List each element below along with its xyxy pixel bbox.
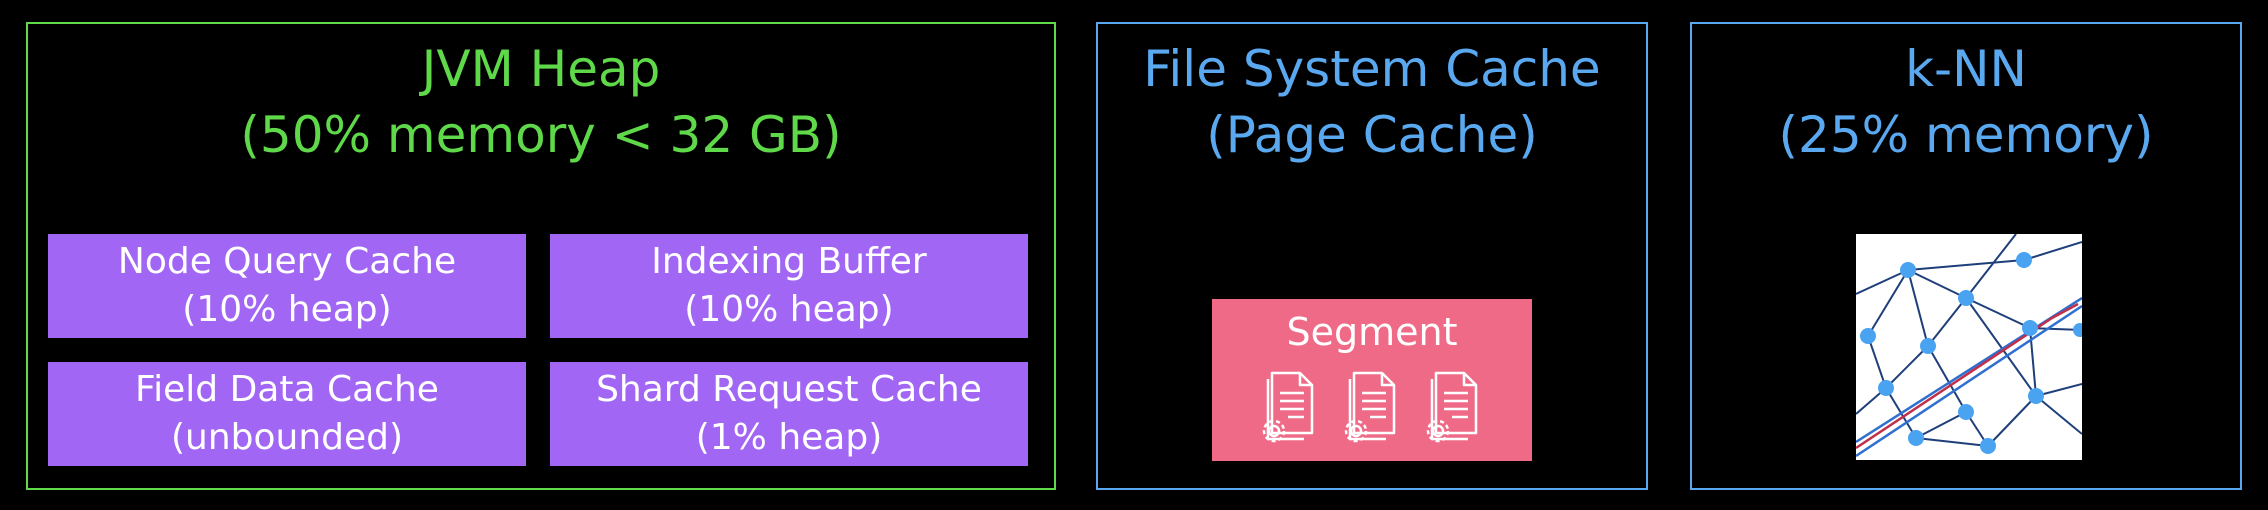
node-query-cache-box: Node Query Cache (10% heap)	[48, 234, 526, 338]
graph-network-icon	[1855, 233, 2087, 458]
cache-name: Node Query Cache	[117, 241, 457, 282]
cache-name: Field Data Cache	[135, 369, 439, 410]
document-gear-icon	[1426, 371, 1478, 443]
cache-name: Indexing Buffer	[651, 241, 927, 282]
file-system-cache-panel: File System Cache (Page Cache) Segment	[1096, 22, 1648, 490]
jvm-heap-title: JVM Heap (50% memory < 32 GB)	[28, 36, 1054, 168]
segment-label: Segment	[1286, 310, 1458, 354]
cache-detail: (10% heap)	[684, 289, 894, 330]
segment-documents	[1258, 361, 1486, 453]
file-system-cache-subtitle: (Page Cache)	[1206, 106, 1538, 164]
jvm-heap-panel: JVM Heap (50% memory < 32 GB) Node Query…	[26, 22, 1056, 490]
jvm-heap-subtitle: (50% memory < 32 GB)	[240, 106, 842, 164]
knn-title: k-NN (25% memory)	[1692, 36, 2240, 168]
field-data-cache-box: Field Data Cache (unbounded)	[48, 362, 526, 466]
segment-box: Segment	[1212, 299, 1532, 461]
knn-graph-image	[1855, 233, 2087, 460]
document-gear-icon	[1262, 371, 1314, 443]
knn-panel: k-NN (25% memory)	[1690, 22, 2242, 490]
knn-subtitle: (25% memory)	[1778, 106, 2154, 164]
file-system-cache-title-text: File System Cache	[1143, 40, 1601, 98]
cache-detail: (unbounded)	[170, 417, 404, 458]
cache-detail: (10% heap)	[182, 289, 392, 330]
cache-name: Shard Request Cache	[596, 369, 982, 410]
knn-title-text: k-NN	[1905, 40, 2027, 98]
document-gear-icon	[1344, 371, 1396, 443]
cache-detail: (1% heap)	[695, 417, 883, 458]
file-system-cache-title: File System Cache (Page Cache)	[1098, 36, 1646, 168]
indexing-buffer-box: Indexing Buffer (10% heap)	[550, 234, 1028, 338]
jvm-heap-title-text: JVM Heap	[421, 40, 661, 98]
shard-request-cache-box: Shard Request Cache (1% heap)	[550, 362, 1028, 466]
